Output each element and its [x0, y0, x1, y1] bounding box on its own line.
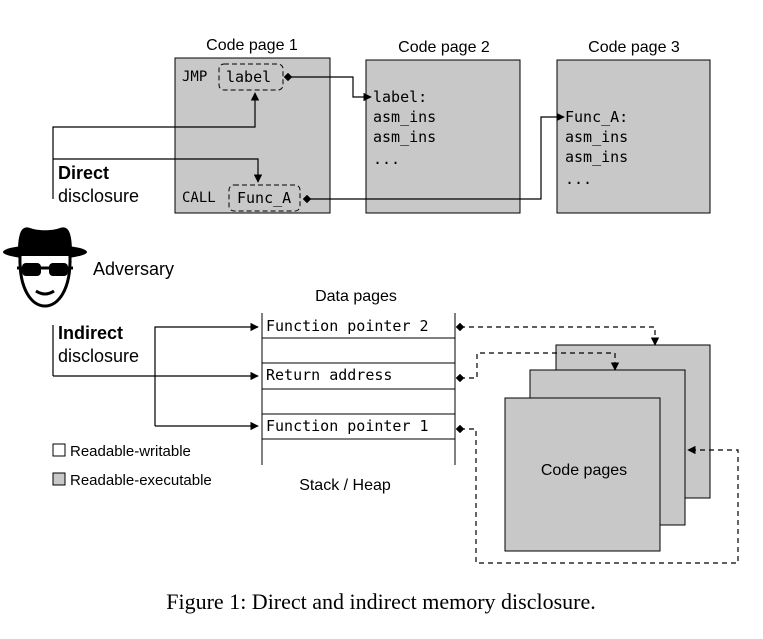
indirect-read-arrow-fp2	[154, 322, 259, 426]
legend-swatch-readable-executable	[52, 472, 66, 486]
indirect-label-bold: Indirect	[58, 323, 123, 343]
code-page-3-line-1: Func_A:	[565, 108, 628, 126]
call-instruction: CALL	[182, 190, 216, 206]
data-pages-caption: Stack / Heap	[299, 477, 391, 494]
code-page-stack-front	[504, 397, 661, 552]
code-page-1-title: Code page 1	[206, 37, 298, 54]
label-operand-box	[218, 63, 284, 91]
code-pages-stack-label: Code pages	[541, 462, 627, 479]
data-pages-stack	[261, 313, 456, 465]
data-pages-title: Data pages	[315, 288, 397, 305]
legend-readable-executable: Readable-executable	[70, 472, 212, 489]
direct-read-arrow-func	[53, 158, 263, 183]
code-page-2-title: Code page 2	[398, 39, 490, 56]
code-page-2-line-3: asm_ins	[373, 128, 436, 146]
direct-read-arrow-label	[52, 92, 260, 199]
fp1-target-arrow	[455, 424, 739, 564]
jmp-target-arrow	[283, 72, 372, 102]
indirect-label: disclosure	[58, 346, 139, 366]
code-page-3-line-2: asm_ins	[565, 128, 628, 146]
legend-readable-writable: Readable-writable	[70, 443, 191, 460]
data-row-return-address: Return address	[266, 366, 392, 384]
code-page-2-line-4: ...	[373, 150, 400, 168]
jmp-instruction: JMP	[182, 69, 207, 85]
call-target-arrow	[302, 112, 565, 204]
code-page-3-title: Code page 3	[588, 39, 680, 56]
direct-label-bold: Direct	[58, 163, 109, 183]
data-row-function-pointer-1: Function pointer 1	[266, 417, 429, 435]
data-row-function-pointer-2: Function pointer 2	[266, 317, 429, 335]
direct-label: disclosure	[58, 186, 139, 206]
return-address-target-arrow	[455, 352, 620, 383]
code-page-3-line-4: ...	[565, 170, 592, 188]
code-page-2-line-2: asm_ins	[373, 108, 436, 126]
func-a-operand: Func_A	[237, 189, 291, 207]
legend-swatch-readable-writable	[52, 443, 66, 457]
adversary-label: Adversary	[93, 259, 174, 279]
code-page-3-box	[556, 59, 711, 214]
fp2-target-arrow	[455, 322, 660, 346]
label-operand: label	[226, 68, 271, 86]
spy-hat-sunglasses-icon	[3, 227, 87, 308]
code-page-2-line-1: label:	[373, 88, 427, 106]
code-page-3-line-3: asm_ins	[565, 148, 628, 166]
figure-caption: Figure 1: Direct and indirect memory dis…	[166, 589, 596, 614]
func-a-operand-box	[228, 184, 301, 212]
